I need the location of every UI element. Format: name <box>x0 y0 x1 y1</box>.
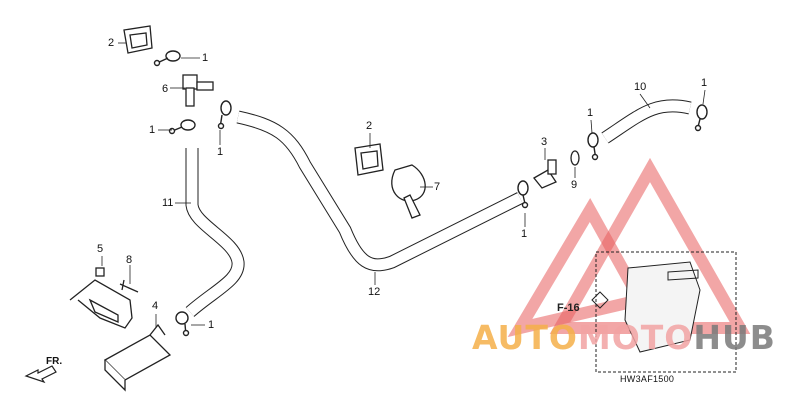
callout-8: 8 <box>126 254 133 266</box>
front-label: FR. <box>46 356 63 367</box>
clip-mid <box>217 100 232 130</box>
callout-1: 1 <box>202 52 209 64</box>
callout-10: 10 <box>634 81 647 93</box>
connector-3 <box>533 150 580 189</box>
bolt-8 <box>119 279 139 293</box>
hose-12 <box>236 110 523 272</box>
bracket-5 <box>69 267 133 329</box>
diagram-code: HW3AF1500 <box>620 374 675 384</box>
callout-5: 5 <box>97 243 104 255</box>
tee-joint-6 <box>182 74 214 107</box>
clip-right-2 <box>587 132 599 161</box>
front-arrow-icon <box>24 365 57 384</box>
hose-10 <box>601 99 692 144</box>
hose-11 <box>185 148 245 317</box>
grommets <box>123 25 384 176</box>
callout-1: 1 <box>701 77 708 89</box>
leader-lines <box>101 42 706 328</box>
callout-7: 7 <box>434 181 441 193</box>
watermark-brand: AUTOMOTOHUB <box>472 318 776 357</box>
callout-3: 3 <box>541 136 548 148</box>
section-reference: F-16 <box>557 302 580 314</box>
callout-1: 1 <box>208 319 215 331</box>
clip-right-1 <box>517 180 529 209</box>
watermark-part-auto: AUTO <box>472 318 578 357</box>
callout-1: 1 <box>217 146 224 158</box>
callout-1: 1 <box>149 124 156 136</box>
callout-1: 1 <box>587 107 594 119</box>
callout-2: 2 <box>108 37 115 49</box>
watermark-part-hub: HUB <box>693 318 776 357</box>
callout-6: 6 <box>162 83 169 95</box>
callout-12: 12 <box>368 286 381 298</box>
canister-4 <box>103 323 172 392</box>
clip-bottom <box>175 311 190 337</box>
engine-reference <box>591 251 737 373</box>
watermark-part-moto: MOTO <box>577 318 694 357</box>
clip-top <box>153 50 181 67</box>
clip-right-3 <box>694 104 708 132</box>
callout-2: 2 <box>366 120 373 132</box>
clip-group <box>153 50 708 337</box>
callout-4: 4 <box>152 300 159 312</box>
callout-9: 9 <box>571 179 578 191</box>
callout-11: 11 <box>162 197 174 209</box>
clip-left <box>168 119 196 135</box>
callout-1: 1 <box>521 228 528 240</box>
band-7 <box>391 164 426 219</box>
